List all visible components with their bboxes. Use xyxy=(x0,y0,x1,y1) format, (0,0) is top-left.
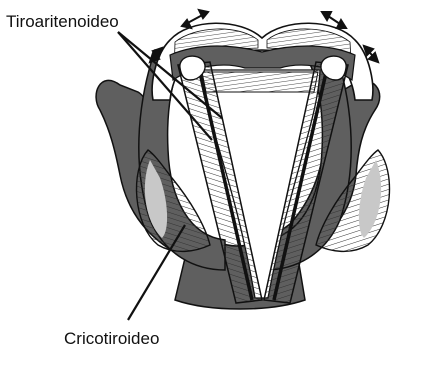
label-cricothyroid: Cricotiroideo xyxy=(64,330,159,347)
vocal-fold-shelf xyxy=(202,72,318,92)
label-thyroarytenoid: Tiroaritenoideo xyxy=(6,13,119,30)
